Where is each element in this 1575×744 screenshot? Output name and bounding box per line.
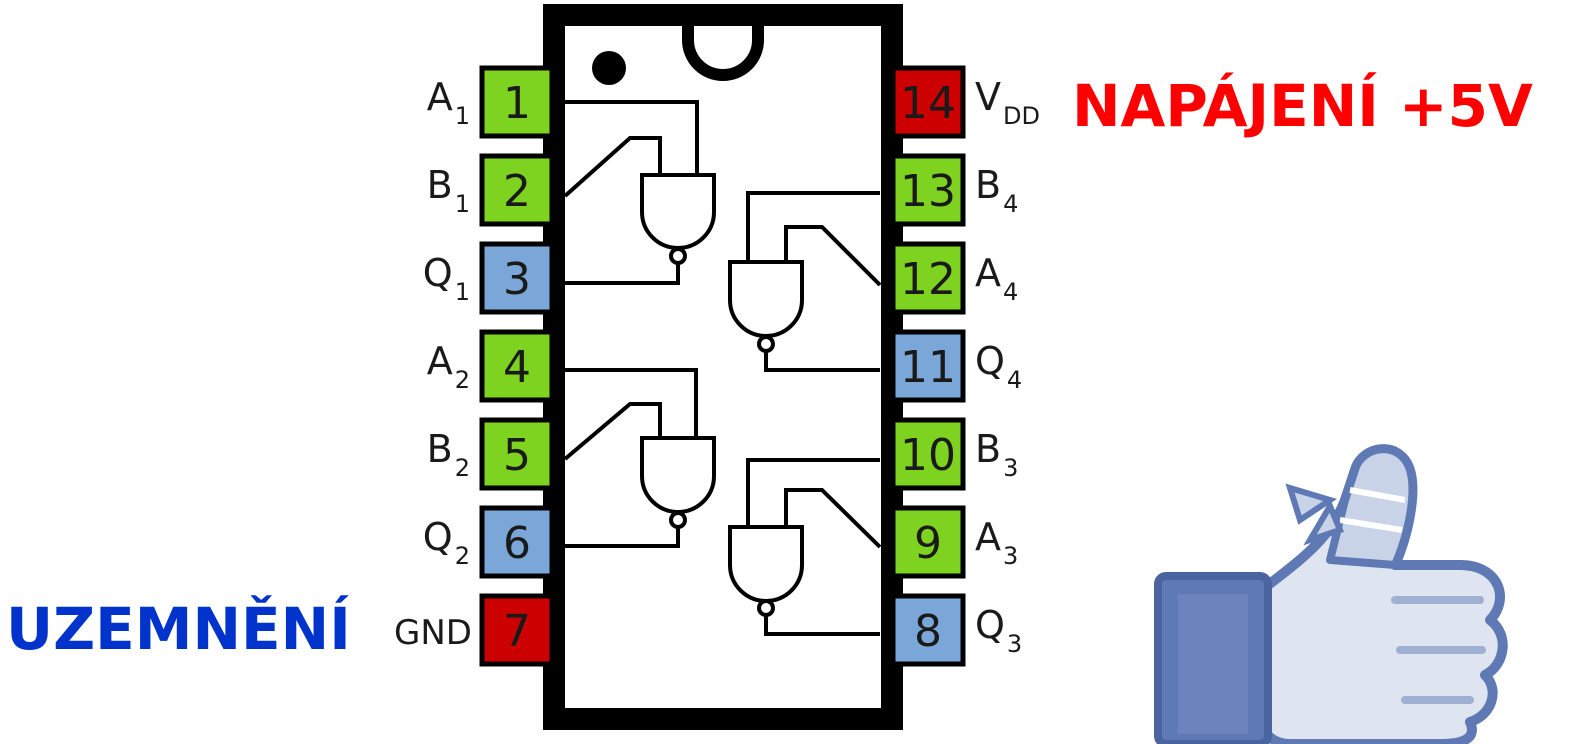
pin-6-label: Q2 [423, 515, 470, 570]
nand-gate-3 [728, 525, 804, 617]
pin-9-label: A3 [975, 515, 1018, 570]
pin-7: 7 GND [394, 593, 555, 667]
pin-6: 6 Q2 [423, 505, 555, 579]
pin-11-number: 11 [900, 342, 956, 393]
pin-11-label: Q4 [975, 339, 1022, 394]
pin-14-label: VDD [975, 75, 1040, 130]
nand-gates [640, 173, 804, 617]
pin-8-label: Q3 [975, 603, 1022, 658]
pin1-marker-dot [592, 51, 626, 85]
pin-10-label: B3 [975, 427, 1018, 482]
pin-13: 13 B4 [890, 153, 1018, 227]
bandaged-thumbs-up-icon [1154, 444, 1508, 744]
pin-1-label: A1 [427, 75, 470, 130]
pin-1-box [479, 65, 555, 139]
pin-7-box [479, 593, 555, 667]
pin-3-number: 3 [503, 254, 531, 305]
nand-gate-1 [640, 173, 716, 265]
ground-callout: UZEMNĚNÍ [6, 595, 351, 663]
pin-5: 5 B2 [427, 417, 555, 491]
pin-2-number: 2 [503, 166, 531, 217]
pin-13-number: 13 [900, 166, 956, 217]
pin-8-number: 8 [914, 606, 942, 657]
pin-2: 2 B1 [427, 153, 555, 227]
pin-6-number: 6 [503, 518, 531, 569]
pin-8-box [890, 593, 966, 667]
pin-9: 9 A3 [890, 505, 1018, 579]
pin-3-label: Q1 [423, 251, 470, 306]
pin-5-box [479, 417, 555, 491]
pin-12-label: A4 [975, 251, 1018, 306]
pin-11-box [890, 329, 966, 403]
right-pins: 14 VDD 13 B4 12 A4 11 Q4 10 B3 9 A3 8 Q3 [890, 65, 1040, 667]
pin-5-number: 5 [503, 430, 531, 481]
pin-1-number: 1 [503, 78, 531, 129]
pin-5-label: B2 [427, 427, 470, 482]
pin-3-box [479, 241, 555, 315]
pin-3: 3 Q1 [423, 241, 555, 315]
pin-4-label: A2 [427, 339, 470, 394]
pin-4: 4 A2 [427, 329, 555, 403]
chip-notch [682, 15, 764, 81]
pin-12-box [890, 241, 966, 315]
nand-gate-2 [640, 436, 716, 529]
pin-9-number: 9 [914, 518, 942, 569]
pin-8: 8 Q3 [890, 593, 1022, 667]
pin-4-box [479, 329, 555, 403]
pin-14-number: 14 [900, 78, 956, 129]
pin-14: 14 VDD [890, 65, 1040, 139]
pin-2-label: B1 [427, 163, 470, 218]
pin-4-number: 4 [503, 342, 531, 393]
left-pins: 1 A1 2 B1 3 Q1 4 A2 5 B2 6 Q2 7 GND [394, 65, 555, 667]
pin-12: 12 A4 [890, 241, 1018, 315]
pin-9-box [890, 505, 966, 579]
pin-7-label: GND [394, 613, 472, 653]
pin-7-number: 7 [503, 606, 531, 657]
pin-14-box [890, 65, 966, 139]
pin-10-number: 10 [900, 430, 956, 481]
pin-11: 11 Q4 [890, 329, 1022, 403]
pin-10-box [890, 417, 966, 491]
chip-body [543, 4, 903, 730]
pin-6-box [479, 505, 555, 579]
pin-1: 1 A1 [427, 65, 555, 139]
pin-13-box [890, 153, 966, 227]
pin-12-number: 12 [900, 254, 956, 305]
pin-10: 10 B3 [890, 417, 1018, 491]
pin-13-label: B4 [975, 163, 1018, 218]
gate-wiring [563, 100, 882, 636]
nand-gate-4 [728, 260, 804, 353]
power-supply-callout: NAPÁJENÍ +5V [1072, 72, 1533, 140]
pin-2-box [479, 153, 555, 227]
